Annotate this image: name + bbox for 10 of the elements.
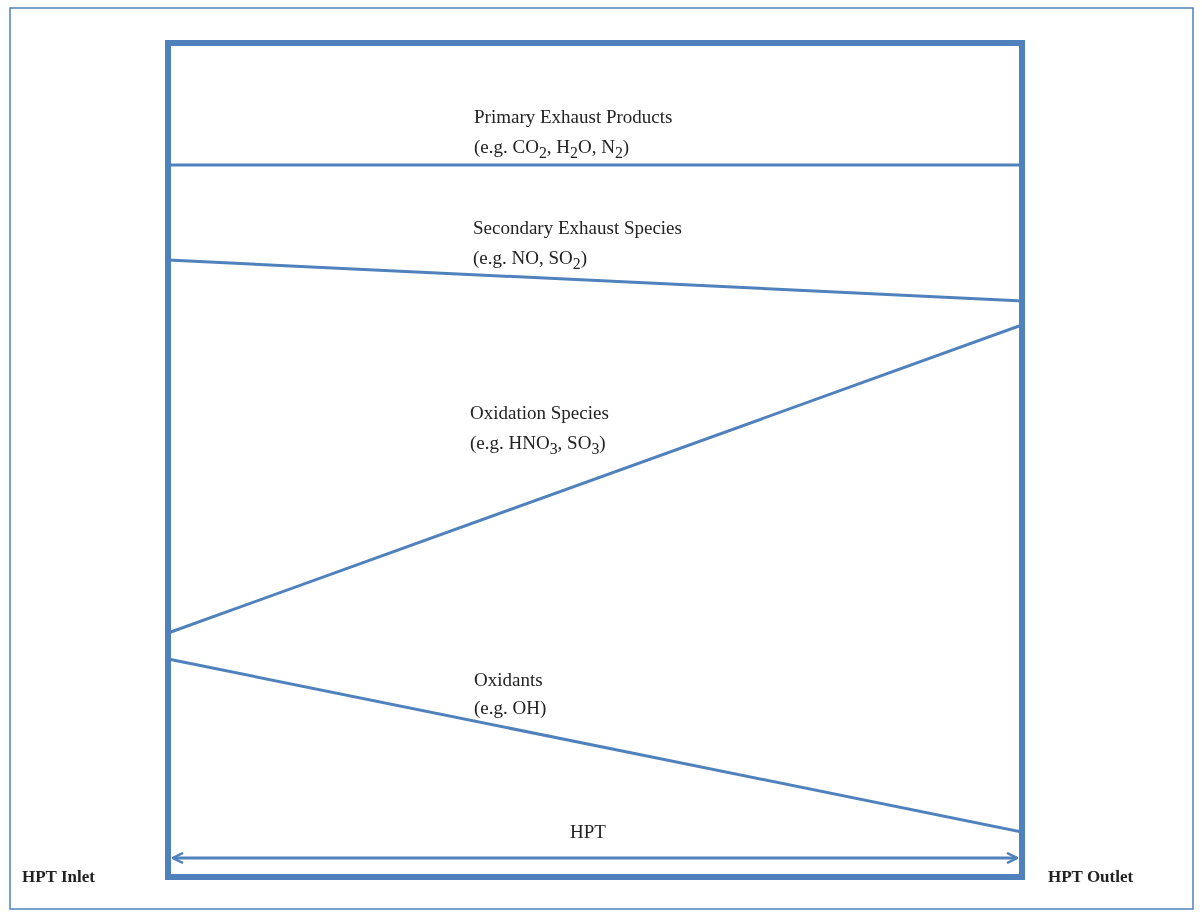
- band-label: Primary Exhaust Products: [474, 106, 673, 128]
- example-text: (e.g. HNO$_{3}$, SO$_{3}$): [470, 432, 606, 459]
- example-text: (e.g. CO$_{2}$, H$_{2}$O, N$_{2}$): [474, 136, 630, 163]
- band-label: Secondary Exhaust Species: [473, 217, 682, 239]
- inlet-label: HPT Inlet: [22, 866, 95, 888]
- outlet-label: HPT Outlet: [1048, 866, 1134, 888]
- band-label: Oxidation Species: [470, 402, 609, 424]
- band-label: Oxidants: [474, 669, 543, 691]
- example-text: (e.g. OH): [474, 697, 547, 719]
- example-text: (e.g. NO, SO$_{2}$): [473, 247, 587, 274]
